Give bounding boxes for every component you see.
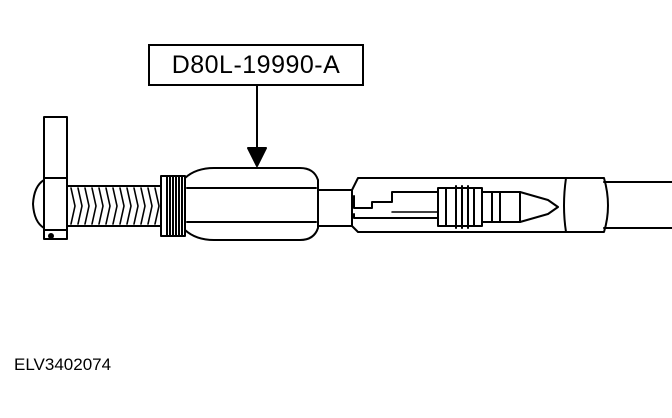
pointed-tip	[481, 191, 559, 223]
part-number-callout: D80L-19990-A	[148, 44, 364, 86]
stepped-slot	[353, 191, 439, 219]
leader-arrow	[247, 85, 267, 167]
figure-id: ELV3402074	[14, 355, 112, 374]
knurled-collar	[160, 175, 186, 237]
end-tube	[563, 177, 672, 233]
hex-body	[184, 167, 319, 241]
threaded-rod	[66, 185, 164, 227]
fitting	[437, 185, 483, 229]
outer-sleeve	[317, 177, 567, 233]
t-handle	[32, 116, 68, 240]
part-number-label: D80L-19990-A	[171, 50, 341, 79]
